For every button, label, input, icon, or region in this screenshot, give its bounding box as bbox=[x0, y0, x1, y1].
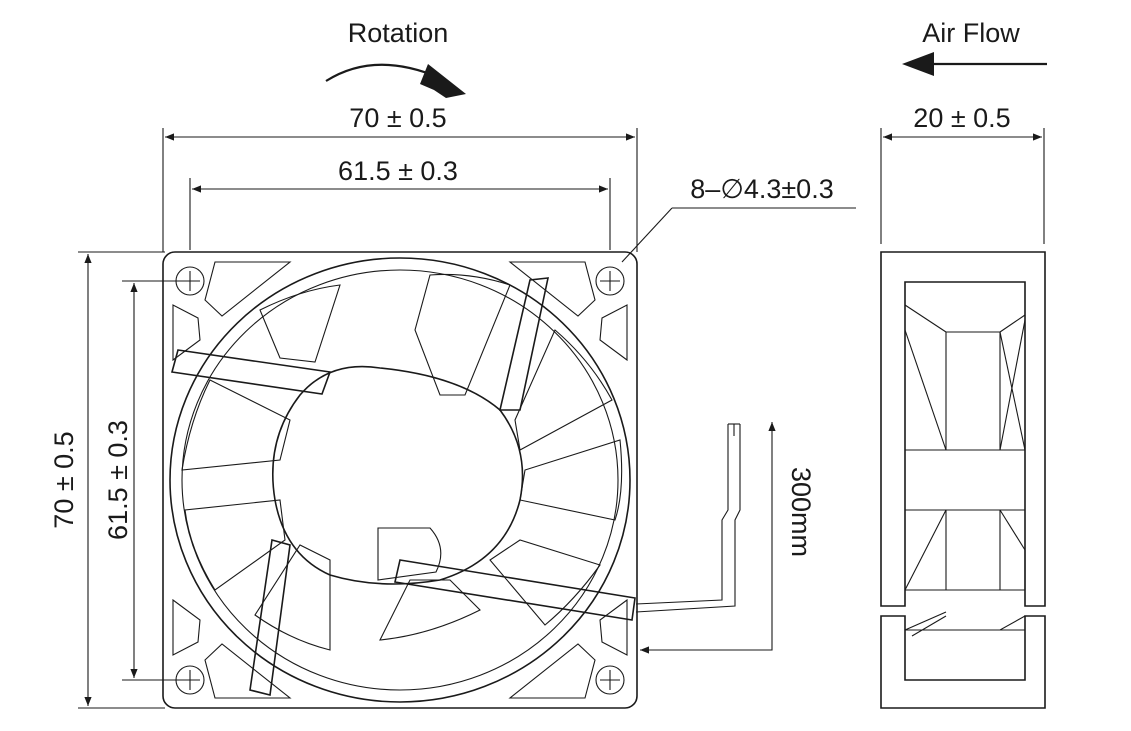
overall-width-dimension bbox=[162, 128, 638, 252]
fan-venturi-outer bbox=[169, 257, 631, 703]
depth-label: 20 ± 0.5 bbox=[913, 103, 1010, 133]
rotation-label: Rotation bbox=[348, 18, 449, 48]
overall-height-label: 70 ± 0.5 bbox=[49, 431, 79, 528]
depth-dimension bbox=[880, 128, 1045, 244]
mounting-hole-leader bbox=[621, 207, 856, 263]
hole-spacing-width-dimension bbox=[189, 178, 611, 250]
lead-wires bbox=[635, 423, 741, 613]
impeller-blades bbox=[181, 273, 623, 651]
hole-spacing-width-label: 61.5 ± 0.3 bbox=[338, 156, 458, 186]
fan-front-view bbox=[162, 251, 741, 709]
fan-hub bbox=[272, 365, 524, 585]
air-flow-arrow bbox=[902, 52, 1047, 76]
mounting-hole-top-left bbox=[175, 266, 205, 296]
mounting-hole-bottom-left bbox=[175, 665, 205, 695]
hole-spacing-height-label: 61.5 ± 0.3 bbox=[103, 420, 133, 540]
lead-length-label: 300mm bbox=[786, 467, 816, 557]
overall-height-dimension bbox=[78, 251, 165, 709]
hole-spacing-height-dimension bbox=[122, 280, 186, 681]
mounting-hole-top-right bbox=[595, 266, 625, 296]
mounting-hole-bottom-right bbox=[595, 665, 625, 695]
air-flow-label: Air Flow bbox=[922, 18, 1020, 48]
side-frame-upper bbox=[880, 251, 1046, 607]
overall-width-label: 70 ± 0.5 bbox=[349, 103, 446, 133]
fan-frame bbox=[162, 251, 638, 709]
support-struts bbox=[170, 277, 636, 696]
lead-length-dimension bbox=[640, 422, 776, 654]
rotation-arrow bbox=[325, 63, 466, 98]
mounting-holes-label: 8–∅4.3±0.3 bbox=[690, 174, 833, 204]
fan-side-view bbox=[880, 251, 1046, 709]
fan-venturi-inner bbox=[181, 269, 619, 691]
